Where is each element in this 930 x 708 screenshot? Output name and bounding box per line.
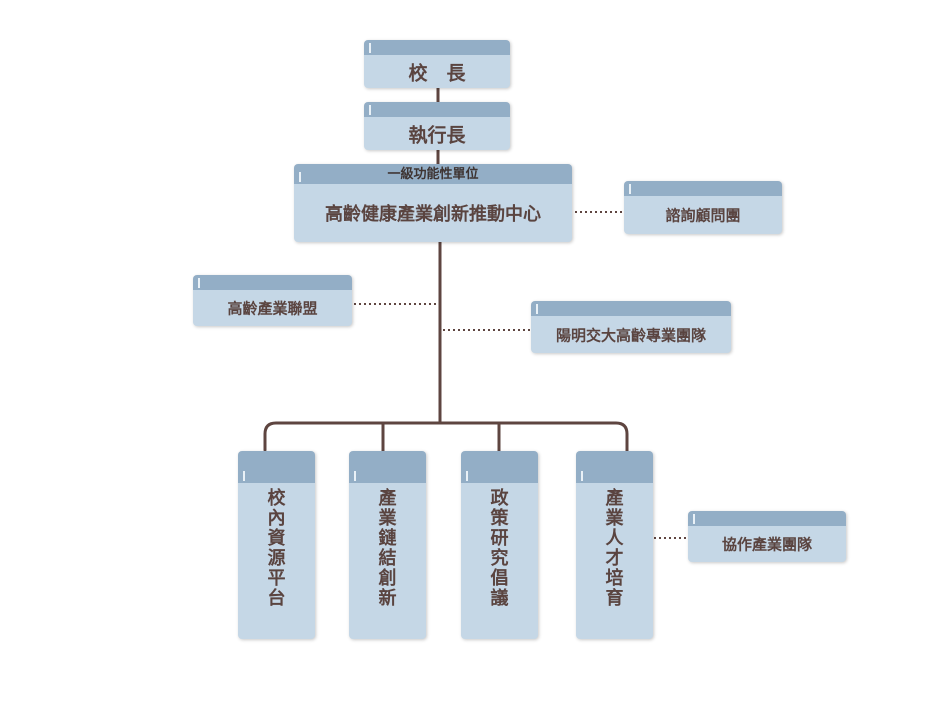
- collab-label: 協作產業團隊: [721, 535, 812, 554]
- advisory-label: 諮詢顧問團: [665, 206, 741, 225]
- line-branch-bar: [263, 421, 629, 454]
- chain-box: 產業鏈結創新: [349, 451, 426, 639]
- policy-label: 政策研究倡議: [490, 488, 509, 609]
- policy-box: 政策研究倡議: [461, 451, 538, 639]
- alliance-label: 高齡產業聯盟: [227, 299, 318, 318]
- talent-box: 產業人才培育: [576, 451, 653, 639]
- president-label: 校 長: [408, 62, 466, 84]
- talent-label: 產業人才培育: [605, 488, 624, 609]
- executive-box: 執行長: [364, 102, 510, 150]
- president-box: 校 長: [364, 40, 510, 88]
- collab-box: 協作產業團隊: [688, 511, 846, 562]
- ym-team-box: 陽明交大高齡專業團隊: [531, 301, 731, 353]
- alliance-box: 高齡產業聯盟: [193, 275, 352, 326]
- center-label: 高齡健康產業創新推動中心: [325, 204, 541, 225]
- center-box: 一級功能性單位 高齡健康產業創新推動中心: [294, 164, 572, 242]
- executive-label: 執行長: [408, 124, 466, 146]
- platform-box: 校內資源平台: [238, 451, 315, 639]
- platform-label: 校內資源平台: [267, 488, 286, 609]
- advisory-box: 諮詢顧問團: [624, 181, 782, 234]
- ym-team-label: 陽明交大高齡專業團隊: [555, 326, 706, 344]
- center-category-label: 一級功能性單位: [387, 167, 479, 182]
- chain-label: 產業鏈結創新: [378, 488, 397, 609]
